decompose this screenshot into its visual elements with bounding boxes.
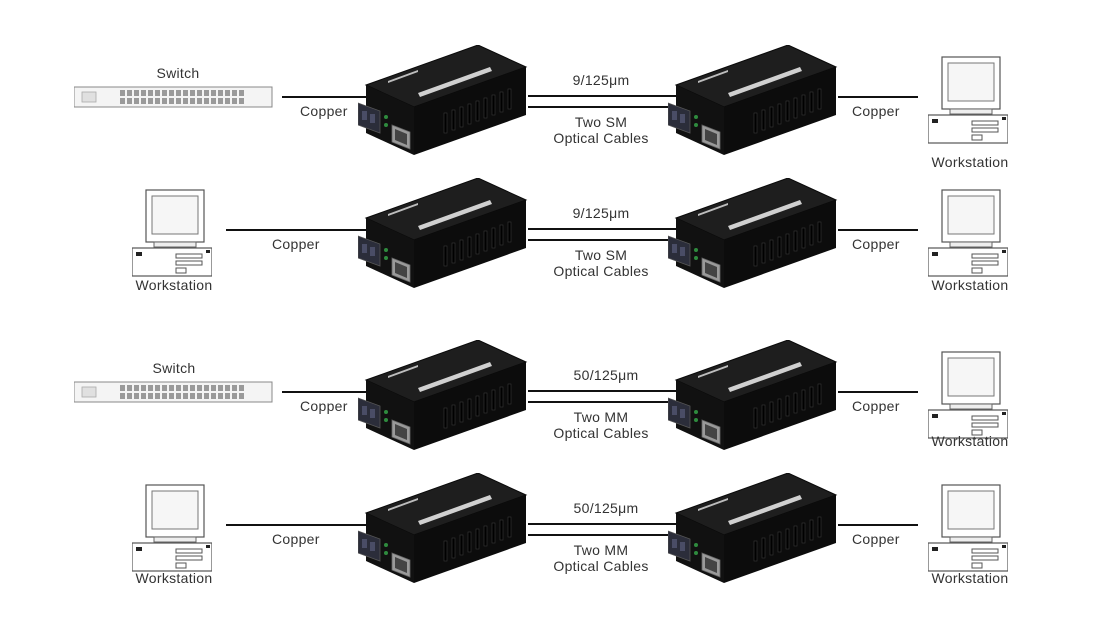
fiber-desc-label: Two MM xyxy=(573,409,629,425)
fiber-spec-label: 50/125μm xyxy=(573,367,639,383)
right-copper-cable xyxy=(838,391,918,393)
workstation-icon xyxy=(132,483,212,578)
left-cable-label: Copper xyxy=(272,236,320,252)
fiber-spec-label: 9/125μm xyxy=(572,205,630,221)
fiber-desc-label: Two MM xyxy=(573,542,629,558)
diagram-row-1: Switch Copper 9/125μm Two SM Optical Cab… xyxy=(0,55,1100,195)
fiber-cable-top xyxy=(528,523,686,525)
switch-icon xyxy=(74,381,274,403)
left-device-label: Switch xyxy=(152,360,196,376)
left-copper-cable xyxy=(282,96,372,98)
right-cable-label: Copper xyxy=(852,398,900,414)
right-device-label: Workstation xyxy=(931,277,1009,293)
fiber-spec-label: 50/125μm xyxy=(573,500,639,516)
workstation-icon xyxy=(928,483,1008,578)
diagram-row-3: Switch Copper 50/125μm Two MM Optical Ca… xyxy=(0,350,1100,490)
left-device-label: Workstation xyxy=(135,277,213,293)
fiber-cable-bottom xyxy=(528,401,686,403)
left-copper-cable xyxy=(282,391,372,393)
left-cable-label: Copper xyxy=(300,103,348,119)
fiber-cable-bottom xyxy=(528,534,686,536)
media-converter-icon xyxy=(358,45,528,155)
right-device-label: Workstation xyxy=(931,570,1009,586)
workstation-icon xyxy=(928,350,1008,445)
fiber-cable-top xyxy=(528,228,686,230)
right-device-label: Workstation xyxy=(931,154,1009,170)
fiber-cable-top xyxy=(528,390,686,392)
diagram-row-2: Workstation Copper 9/125μm Two SM Optica… xyxy=(0,188,1100,328)
fiber-desc-label: Two SM xyxy=(574,114,628,130)
left-cable-label: Copper xyxy=(300,398,348,414)
workstation-icon xyxy=(928,188,1008,283)
left-copper-cable xyxy=(226,524,372,526)
left-device-label: Switch xyxy=(156,65,200,81)
media-converter-icon xyxy=(668,178,838,288)
fiber-desc-label-2: Optical Cables xyxy=(553,425,649,441)
diagram-row-4: Workstation Copper 50/125μm Two MM Optic… xyxy=(0,483,1100,623)
switch-icon xyxy=(74,86,274,108)
media-converter-icon xyxy=(668,473,838,583)
left-copper-cable xyxy=(226,229,372,231)
workstation-icon xyxy=(928,55,1008,150)
fiber-desc-label-2: Optical Cables xyxy=(553,130,649,146)
right-cable-label: Copper xyxy=(852,531,900,547)
media-converter-icon xyxy=(358,340,528,450)
fiber-spec-label: 9/125μm xyxy=(572,72,630,88)
right-copper-cable xyxy=(838,524,918,526)
fiber-cable-bottom xyxy=(528,106,686,108)
right-cable-label: Copper xyxy=(852,236,900,252)
fiber-cable-top xyxy=(528,95,686,97)
left-cable-label: Copper xyxy=(272,531,320,547)
media-converter-icon xyxy=(668,45,838,155)
media-converter-icon xyxy=(358,178,528,288)
right-copper-cable xyxy=(838,96,918,98)
right-cable-label: Copper xyxy=(852,103,900,119)
workstation-icon xyxy=(132,188,212,283)
fiber-desc-label-2: Optical Cables xyxy=(553,263,649,279)
right-device-label: Workstation xyxy=(931,433,1009,449)
fiber-cable-bottom xyxy=(528,239,686,241)
media-converter-icon xyxy=(358,473,528,583)
left-device-label: Workstation xyxy=(135,570,213,586)
right-copper-cable xyxy=(838,229,918,231)
fiber-desc-label-2: Optical Cables xyxy=(553,558,649,574)
media-converter-icon xyxy=(668,340,838,450)
fiber-desc-label: Two SM xyxy=(574,247,628,263)
